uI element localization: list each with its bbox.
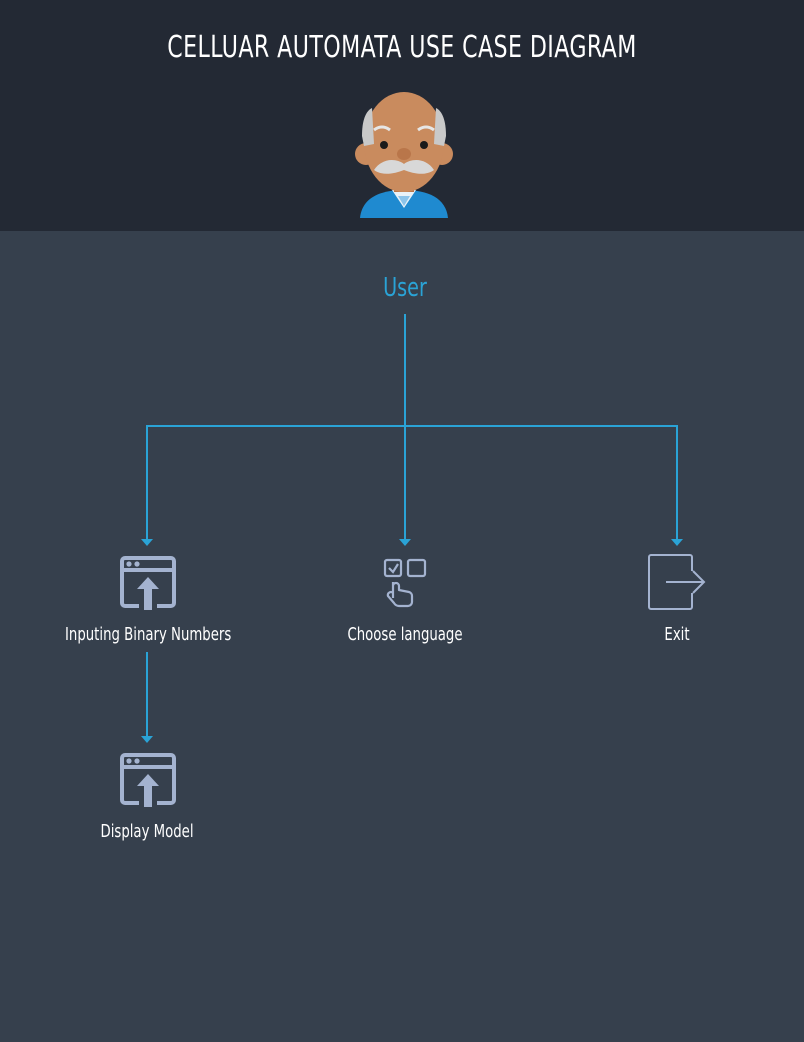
edge-user-exit (405, 425, 678, 540)
browser-upload-icon (120, 753, 176, 807)
browser-upload-icon (120, 556, 176, 610)
select-touch-icon (383, 558, 427, 608)
node-label-display: Display Model (100, 821, 194, 842)
exit-icon (648, 554, 706, 610)
node-label-language: Choose language (347, 624, 463, 645)
arrowhead (399, 539, 411, 546)
old-man-avatar-icon (355, 92, 453, 218)
edge-user-input (146, 425, 405, 540)
node-label-exit: Exit (664, 624, 690, 645)
arrowhead (141, 539, 153, 546)
node-label-input: Inputing Binary Numbers (65, 624, 232, 645)
header: CELLUAR AUTOMATA USE CASE DIAGRAM (0, 0, 804, 231)
page-title: CELLUAR AUTOMATA USE CASE DIAGRAM (167, 30, 637, 65)
actor-user-label: User (383, 273, 427, 303)
arrowhead (671, 539, 683, 546)
arrowhead (141, 736, 153, 743)
